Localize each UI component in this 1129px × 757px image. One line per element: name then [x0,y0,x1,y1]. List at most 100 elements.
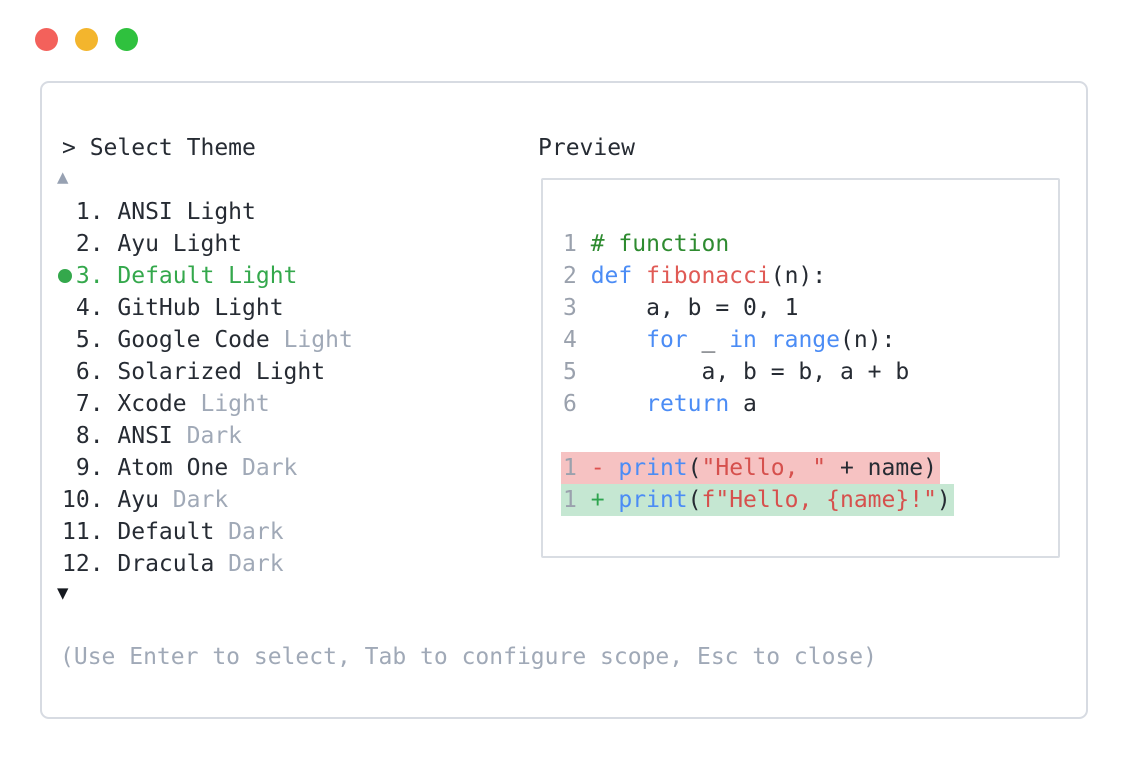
theme-item-atom-one[interactable]: 9. Atom One Dark [62,452,353,484]
token-plain: ) [936,487,951,513]
help-text: (Use Enter to select, Tab to configure s… [60,644,877,670]
token-kw: in [729,327,757,353]
code-line: 5 a, b = b, a + b [563,356,1058,388]
theme-item-label: Xcode [117,391,187,417]
theme-item-default-light[interactable]: 3. Default Light [58,260,353,292]
token-comment: # function [590,231,730,257]
close-button[interactable] [35,28,58,51]
line-number: 6 [563,391,591,417]
theme-item-label: ANSI Light [117,199,256,225]
theme-item-dracula[interactable]: 12. Dracula Dark [62,548,353,580]
token-plain: a, b = b, a + b [590,359,910,385]
scroll-up-icon[interactable]: ▲ [57,166,69,188]
theme-item-number: 7. [62,391,118,417]
theme-item-number: 12. [62,551,118,577]
token-str: f"Hello, {name}!" [701,487,937,513]
token-kw: def [590,263,647,289]
theme-item-number: 4. [62,295,118,321]
token-kw: range [770,327,840,353]
code-line-content: 1 - print("Hello, " + name) [561,452,940,484]
token-plain: _ [687,327,730,353]
theme-item-label: Google Code [117,327,270,353]
theme-item-ayu[interactable]: 10. Ayu Dark [62,484,353,516]
theme-item-google-code[interactable]: 5. Google Code Light [62,324,353,356]
code-line-content: 4 for _ in range(n): [561,324,898,356]
theme-item-number: 3. [62,263,118,289]
theme-item-label: Ayu [117,487,159,513]
token-plain: ( [687,455,702,481]
theme-item-suffix: Dark [158,487,229,513]
theme-item-suffix: Dark [228,455,298,481]
token-kw: for [646,327,688,353]
theme-item-xcode[interactable]: 7. Xcode Light [62,388,353,420]
line-number: 3 [563,295,591,321]
theme-item-label: ANSI [117,423,173,449]
zoom-button[interactable] [115,28,138,51]
code-line: 4 for _ in range(n): [563,324,1058,356]
theme-item-number: 5. [62,327,118,353]
token-plain: (n): [840,327,896,353]
line-number: 2 [563,263,591,289]
token-plain [591,391,646,417]
code-line-content: 5 a, b = b, a + b [561,356,912,388]
theme-item-number: 10. [62,487,118,513]
theme-item-label: Ayu Light [117,231,243,257]
token-plain [757,327,771,353]
theme-item-ansi-light[interactable]: 1. ANSI Light [62,196,353,228]
theme-item-ansi[interactable]: 8. ANSI Dark [62,420,353,452]
code-line-content: 1 + print(f"Hello, {name}!") [561,484,954,516]
code-line-diff-removed: 1 - print("Hello, " + name) [561,452,1058,484]
minimize-button[interactable] [75,28,98,51]
token-plain [591,327,646,353]
theme-item-label: Solarized Light [117,359,326,385]
theme-item-github-light[interactable]: 4. GitHub Light [62,292,353,324]
line-number: 1 [563,487,591,513]
theme-item-solarized-light[interactable]: 6. Solarized Light [62,356,353,388]
preview-title: Preview [538,135,635,161]
selected-indicator-icon [58,269,72,283]
theme-item-number: 6. [62,359,118,385]
token-minus: - [590,455,619,481]
code-line-diff-added: 1 + print(f"Hello, {name}!") [561,484,1058,516]
line-number: 4 [563,327,591,353]
token-plain: (n): [770,263,827,289]
theme-item-suffix: Light [269,327,353,353]
code-line: 1 # function [563,228,1058,260]
select-theme-prompt: > Select Theme [62,135,256,161]
token-plain: a [729,391,757,417]
window-controls [35,28,138,51]
theme-picker-panel: > Select Theme ▲ 1. ANSI Light 2. Ayu Li… [40,81,1088,719]
token-kw: print [618,487,688,513]
theme-item-label: GitHub Light [117,295,284,321]
line-number: 5 [563,359,591,385]
theme-item-suffix: Dark [214,519,284,545]
theme-list: 1. ANSI Light 2. Ayu Light 3. Default Li… [58,196,353,580]
code-line: 2 def fibonacci(n): [563,260,1058,292]
code-line-content: 1 # function [561,228,732,260]
token-fn: fibonacci [646,263,771,289]
theme-item-label: Atom One [117,455,229,481]
code-line-content: 2 def fibonacci(n): [561,260,829,292]
token-kw: return [646,391,730,417]
theme-item-suffix: Dark [172,423,243,449]
theme-item-label: Default Light [117,263,298,289]
theme-item-default[interactable]: 11. Default Dark [62,516,353,548]
token-str: "Hello, " [701,455,827,481]
token-plain: + name) [826,455,937,481]
theme-item-number: 1. [62,199,118,225]
scroll-down-icon[interactable]: ▼ [57,582,69,604]
line-number: 1 [563,231,591,257]
theme-item-number: 11. [62,519,118,545]
token-plain: ( [687,487,702,513]
code-line-content: 3 a, b = 0, 1 [561,292,801,324]
theme-item-label: Dracula [117,551,215,577]
line-number: 1 [563,455,591,481]
theme-item-number: 2. [62,231,118,257]
token-plus: + [590,487,619,513]
theme-item-ayu-light[interactable]: 2. Ayu Light [62,228,353,260]
code-line: 3 a, b = 0, 1 [563,292,1058,324]
code-line [563,420,1058,452]
